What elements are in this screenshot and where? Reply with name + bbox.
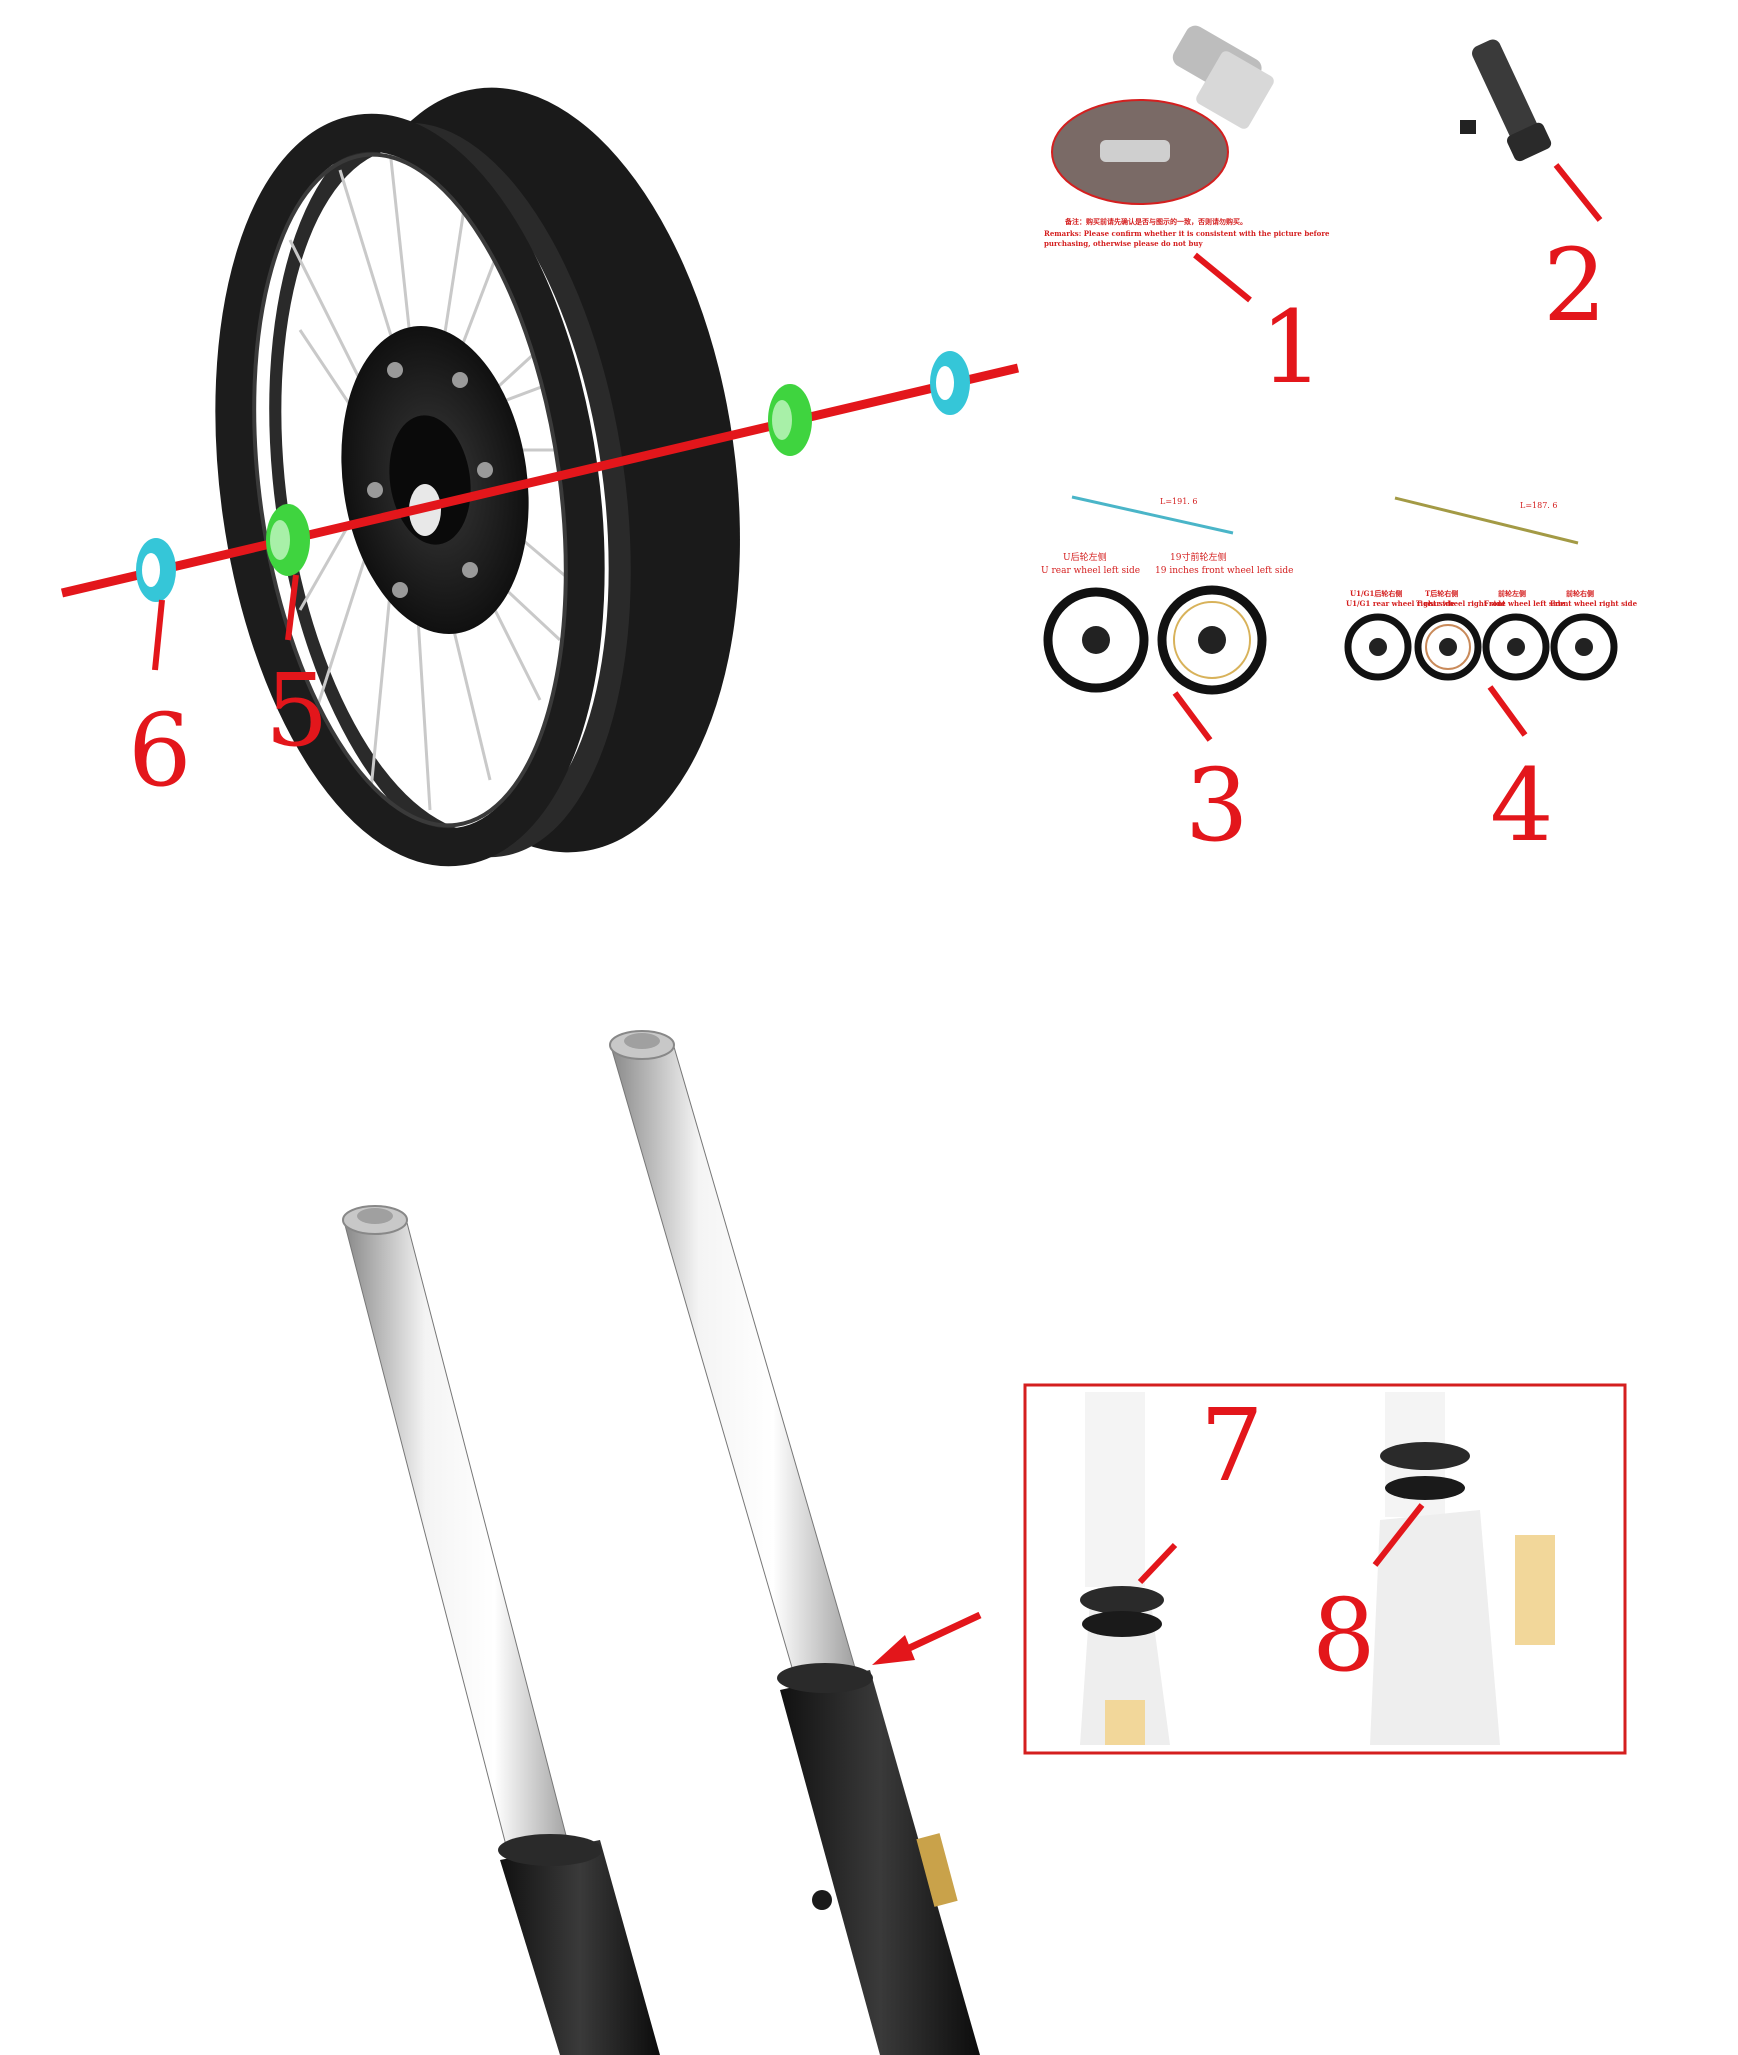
spoke-left-length: L=191. 6 — [1160, 497, 1197, 506]
spoke-right-icon — [1394, 496, 1579, 545]
axle-line — [60, 363, 1020, 598]
fork-right-lower — [780, 1670, 980, 2055]
spoke-right-label-en-1: U1/G1 rear wheel right side — [1346, 599, 1455, 608]
wheel-assembly: 6 5 — [60, 87, 1020, 867]
nipple-icon — [1472, 39, 1552, 162]
callout-8: 8 — [1312, 1577, 1376, 1694]
bearing-left-icon — [266, 504, 310, 576]
seal-left-icon — [1080, 1586, 1164, 1637]
bearing-right-icon — [768, 384, 812, 456]
spoke-right-label-en-2: T rear wheel right side — [1416, 599, 1506, 608]
part-3-spoke: L=191. 6 U后轮左侧 U rear wheel left side 19… — [1041, 495, 1293, 864]
part-2-nipple: 2 — [1460, 39, 1607, 344]
spoke-right-length: L=187. 6 — [1520, 501, 1557, 510]
spoke-left-label-cn-1: U后轮左侧 — [1063, 551, 1107, 563]
part-4-spoke: L=187. 6 U1/G1后轮右侧 U1/G1 rear wheel righ… — [1344, 496, 1638, 864]
pointer-arrow-icon — [872, 1611, 982, 1665]
remark-cn: 备注：购买前请先确认是否与图示的一致，否则请勿购买。 — [1064, 217, 1247, 226]
wheel-thumb-6-icon — [1550, 613, 1618, 681]
spoke-left-label-en-1: U rear wheel left side — [1041, 566, 1140, 576]
spoke-right-label-cn-1: U1/G1后轮右侧 — [1350, 589, 1402, 598]
remark-en-1: Remarks: Please confirm whether it is co… — [1044, 229, 1330, 238]
wheel-thumb-5-icon — [1482, 613, 1550, 681]
fork-left — [342, 1205, 660, 2055]
spacer-left-icon — [136, 538, 176, 602]
callout-1: 1 — [1260, 289, 1324, 406]
spoke-right-label-en-3: Front wheel left side — [1484, 599, 1565, 608]
callout-5: 5 — [265, 652, 329, 769]
spacer-right-icon — [930, 351, 970, 415]
callout-4: 4 — [1490, 747, 1554, 864]
spoke-left-label-en-2: 19 inches front wheel left side — [1155, 566, 1293, 576]
spoke-left-icon — [1071, 495, 1234, 535]
part-1-valve: 备注：购买前请先确认是否与图示的一致，否则请勿购买。 Remarks: Plea… — [1044, 25, 1330, 406]
spoke-right-label-cn-2: T后轮右侧 — [1425, 589, 1458, 598]
remark-en-2: purchasing, otherwise please do not buy — [1044, 239, 1203, 248]
callout-3: 3 — [1185, 747, 1249, 864]
callout-6: 6 — [128, 692, 192, 809]
wheel-thumb-3-icon — [1344, 613, 1412, 681]
fork-right-stanchion — [611, 1039, 861, 1696]
fork-left-lower — [500, 1840, 660, 2055]
rim-front — [215, 113, 605, 867]
wheel-thumb-2-icon — [1157, 585, 1267, 695]
wheel-thumb-1-icon — [1043, 587, 1149, 693]
seal-inset: 7 8 — [1023, 1383, 1627, 1755]
seal-right-icon — [1380, 1442, 1470, 1500]
spoke-right-label-cn-3: 前轮左侧 — [1498, 589, 1526, 598]
fork-right — [609, 1030, 980, 2055]
fork-left-stanchion — [344, 1214, 576, 1881]
callout-7: 7 — [1200, 1387, 1264, 1504]
spoke-left-label-cn-2: 19寸前轮左侧 — [1170, 551, 1226, 563]
valve-icon — [1172, 25, 1274, 129]
callout-2: 2 — [1543, 227, 1607, 344]
wheel-thumb-4-icon — [1414, 613, 1482, 681]
spoke-right-label-en-4: Front wheel right side — [1550, 599, 1638, 608]
spoke-right-label-cn-4: 前轮右侧 — [1566, 589, 1594, 598]
